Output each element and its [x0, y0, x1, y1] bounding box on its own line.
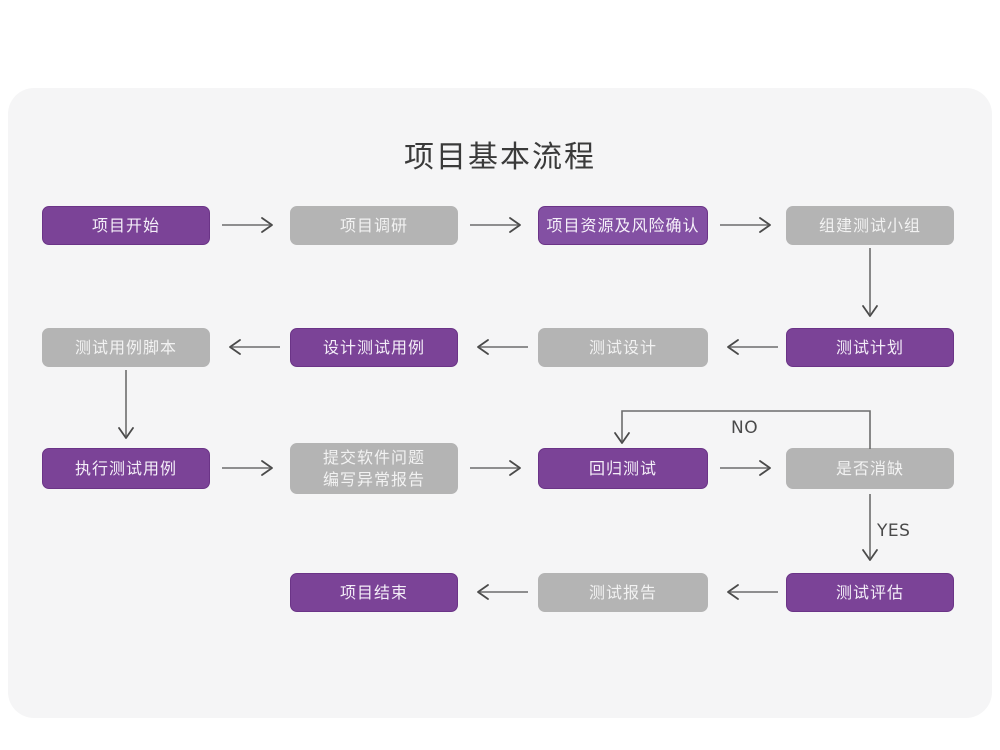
node-defect-resolved-decision[interactable]: 是否消缺 — [786, 448, 954, 489]
edge-label-no: NO — [731, 418, 759, 438]
page-title: 项目基本流程 — [404, 140, 596, 175]
node-test-case-script[interactable]: 测试用例脚本 — [42, 328, 210, 367]
arrow-design-to-script — [229, 339, 280, 355]
arrow-risk-to-team — [720, 217, 771, 233]
arrow-test-design-to-design-case — [477, 339, 528, 355]
node-test-evaluation[interactable]: 测试评估 — [786, 573, 954, 612]
arrow-evaluation-to-report — [727, 584, 778, 600]
node-test-plan[interactable]: 测试计划 — [786, 328, 954, 367]
arrow-yes-to-test-evaluation — [862, 494, 878, 561]
node-submit-issue-report[interactable]: 提交软件问题 编写异常报告 — [290, 443, 458, 494]
arrow-regression-to-decision — [720, 460, 771, 476]
node-build-test-team[interactable]: 组建测试小组 — [786, 206, 954, 245]
edge-label-yes: YES — [877, 521, 911, 541]
arrow-report-to-project-end — [477, 584, 528, 600]
node-execute-test-case[interactable]: 执行测试用例 — [42, 448, 210, 489]
arrow-research-to-risk — [470, 217, 521, 233]
node-project-end[interactable]: 项目结束 — [290, 573, 458, 612]
node-project-research[interactable]: 项目调研 — [290, 206, 458, 245]
arrow-team-to-test-plan — [862, 248, 878, 317]
arrow-submit-to-regression — [470, 460, 521, 476]
node-resource-risk-confirm[interactable]: 项目资源及风险确认 — [538, 206, 708, 245]
node-regression-test[interactable]: 回归测试 — [538, 448, 708, 489]
arrow-no-loop-back-to-regression — [614, 410, 871, 449]
node-test-report[interactable]: 测试报告 — [538, 573, 708, 612]
flowchart-card — [8, 88, 992, 718]
arrow-plan-to-test-design — [727, 339, 778, 355]
node-test-design[interactable]: 测试设计 — [538, 328, 708, 367]
arrow-script-to-execute — [118, 370, 134, 439]
arrow-execute-to-submit — [222, 460, 273, 476]
node-design-test-case[interactable]: 设计测试用例 — [290, 328, 458, 367]
node-project-start[interactable]: 项目开始 — [42, 206, 210, 245]
arrow-start-to-research — [222, 217, 273, 233]
